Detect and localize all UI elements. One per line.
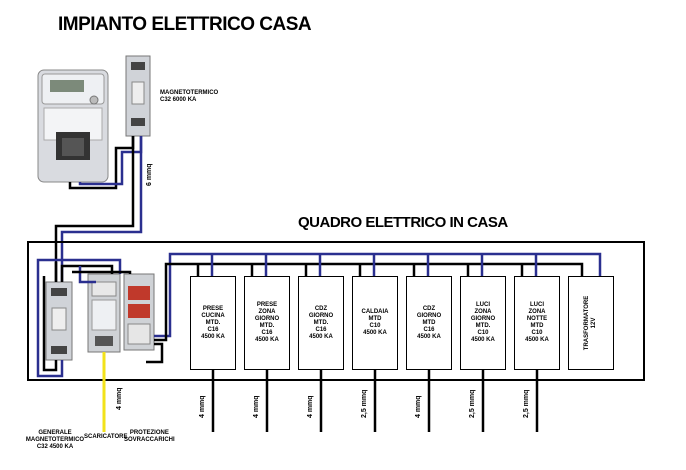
- meter-breaker-label: MAGNETOTERMICO C32 6000 KA: [160, 90, 219, 103]
- circuit-module: LUCI ZONA NOTTE MTD C10 4500 KA: [514, 276, 560, 370]
- surge-label: SCARICATORE: [84, 434, 128, 440]
- general-breaker-device: [45, 281, 73, 361]
- circuit-module-label: CDZ GIORNO MTD. C16 4500 KA: [308, 305, 334, 340]
- circuit-module: LUCI ZONA GIORNO MTD. C10 4500 KA: [460, 276, 506, 370]
- main-cable-label: 6 mmq: [146, 163, 153, 186]
- circuit-cable-label: 2,5 mmq: [361, 389, 368, 418]
- panel-title: QUADRO ELETTRICO IN CASA: [298, 214, 508, 231]
- meter-breaker-device: [125, 55, 151, 137]
- main-title: IMPIANTO ELETTRICO CASA: [58, 14, 312, 35]
- circuit-module: TRASFORMATORE 12V: [568, 276, 614, 370]
- circuit-module: CDZ GIORNO MTD. C16 4500 KA: [298, 276, 344, 370]
- circuit-cable-label: 4 mmq: [307, 395, 314, 418]
- electric-meter: [37, 69, 109, 183]
- circuit-cable-label: 4 mmq: [415, 395, 422, 418]
- panel-frame: [27, 241, 645, 381]
- circuit-module-label: LUCI ZONA NOTTE MTD C10 4500 KA: [525, 302, 549, 343]
- surge-cable-label: 4 mmq: [116, 387, 123, 410]
- circuit-module: CDZ GIORNO MTD C16 4500 KA: [406, 276, 452, 370]
- circuit-cable-label: 2,5 mmq: [523, 389, 530, 418]
- circuit-module: CALDAIA MTD C10 4500 KA: [352, 276, 398, 370]
- circuit-cable-label: 2,5 mmq: [469, 389, 476, 418]
- circuit-module-label: CALDAIA MTD C10 4500 KA: [361, 309, 389, 336]
- circuit-module-label: CDZ GIORNO MTD C16 4500 KA: [416, 305, 442, 340]
- general-breaker-label: GENERALE MAGNETOTERMICO C32 4500 KA: [25, 430, 85, 450]
- circuit-module-label: LUCI ZONA GIORNO MTD. C10 4500 KA: [470, 302, 496, 343]
- circuit-cable-label: 4 mmq: [199, 395, 206, 418]
- overload-protection-device: [123, 273, 155, 351]
- circuit-cable-label: 4 mmq: [253, 395, 260, 418]
- surge-arrester-device: [87, 273, 121, 353]
- circuit-module: PRESE CUCINA MTD. C16 4500 KA: [190, 276, 236, 370]
- circuit-module-label: PRESE CUCINA MTD. C16 4500 KA: [201, 305, 225, 340]
- protection-label: PROTEZIONE SOVRACCARICHI: [124, 430, 175, 443]
- circuit-module-label: TRASFORMATORE 12V: [584, 295, 598, 351]
- circuit-module: PRESE ZONA GIORNO MTD. C16 4500 KA: [244, 276, 290, 370]
- circuit-module-label: PRESE ZONA GIORNO MTD. C16 4500 KA: [254, 302, 280, 343]
